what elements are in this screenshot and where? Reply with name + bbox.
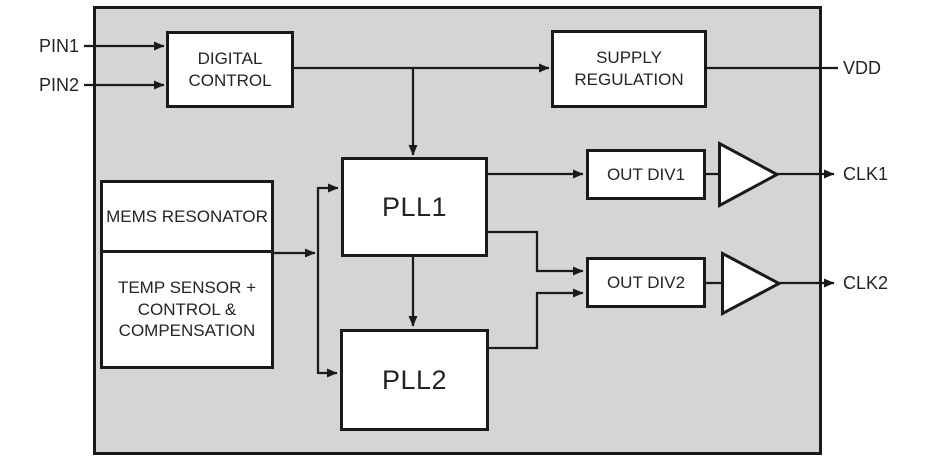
block-out-div2-label: OUT DIV2 bbox=[606, 272, 686, 292]
pin-label-clk2: CLK2 bbox=[843, 273, 889, 293]
wire-pll1-to-outdiv2 bbox=[487, 230, 584, 276]
block-pll2: PLL2 bbox=[340, 329, 489, 431]
block-out-div1: OUT DIV1 bbox=[586, 149, 706, 200]
block-pll2-label: PLL2 bbox=[381, 364, 448, 395]
pin-label-clk1: CLK1 bbox=[843, 164, 889, 184]
block-pll1-label: PLL1 bbox=[381, 191, 448, 222]
block-mems-resonator-label: MEMS RESONATOR bbox=[106, 206, 268, 226]
block-supply-regulation-label: SUPPLY REGULATION bbox=[574, 48, 684, 89]
clk1-buffer-icon bbox=[718, 140, 781, 209]
block-temp-sensor: TEMP SENSOR + CONTROL & COMPENSATION bbox=[103, 253, 271, 366]
clk2-buffer-icon bbox=[721, 251, 783, 316]
block-digital-control-label: DIGITAL CONTROL bbox=[188, 48, 272, 90]
block-temp-sensor-label: TEMP SENSOR + CONTROL & COMPENSATION bbox=[117, 277, 257, 341]
block-digital-control: DIGITAL CONTROL bbox=[166, 31, 294, 108]
block-out-div1-label: OUT DIV1 bbox=[606, 164, 686, 184]
pin-label-vdd: VDD bbox=[843, 58, 882, 78]
block-mems-resonator: MEMS RESONATOR bbox=[103, 183, 271, 253]
block-mems: MEMS RESONATOR TEMP SENSOR + CONTROL & C… bbox=[100, 180, 274, 369]
block-out-div2: OUT DIV2 bbox=[586, 257, 706, 308]
block-supply-regulation: SUPPLY REGULATION bbox=[551, 30, 707, 108]
pin-label-pin2: PIN2 bbox=[39, 75, 80, 95]
pin-label-pin1: PIN1 bbox=[39, 36, 80, 56]
block-pll1: PLL1 bbox=[341, 157, 488, 257]
wire-pll2-to-outdiv2 bbox=[488, 288, 584, 350]
